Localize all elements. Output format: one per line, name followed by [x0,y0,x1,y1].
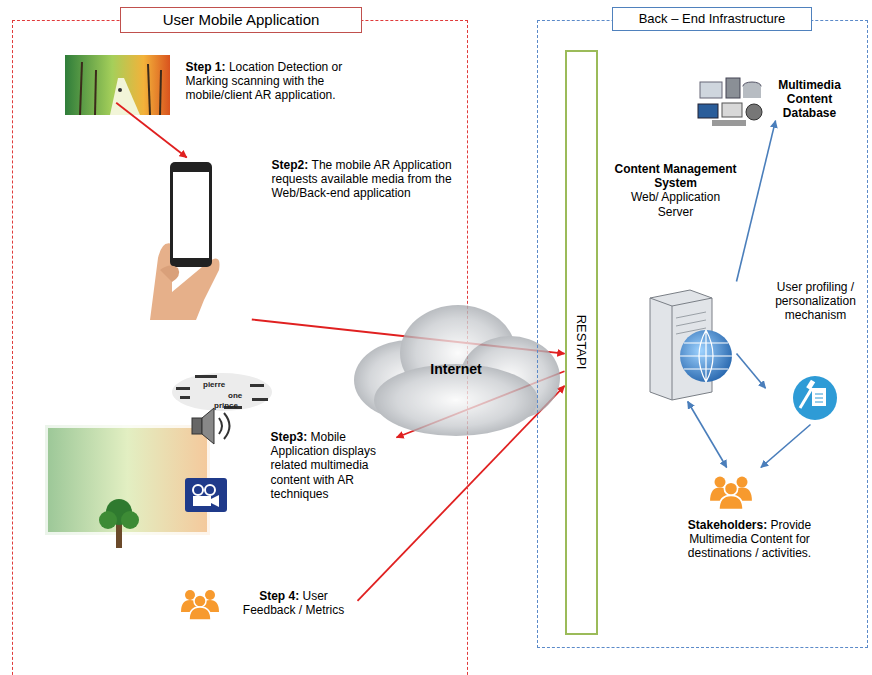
text-body: Web/ Application Server [615,190,737,219]
step-item: Step 4:User Feedback / Metrics [178,585,358,618]
video-icon [185,478,227,512]
vertical-label: RESTAPI [574,315,589,370]
word-cloud-word: one [228,392,242,400]
landscape-painting [65,55,170,115]
text-heading: Step 4: [259,589,299,603]
connector-arrow [761,425,811,468]
ar-content-illustration [45,373,272,548]
region-title: Back – End Infrastructure [612,7,812,31]
step-item: Step 1:Location Detection or Marking sca… [60,50,375,103]
phone-in-hand [150,162,220,320]
text-heading: Step2: [272,158,309,172]
restapi-bar: RESTAPI [565,50,598,635]
user-icon [181,590,219,620]
server-node: Content Management SystemWeb/ Applicatio… [615,162,737,402]
text-box: User profiling / personalization mechani… [766,280,866,323]
text-box: Step 4:User Feedback / Metrics [235,585,353,618]
stakeholders-icon [710,477,752,510]
text-box: Step2:The mobile AR Application requests… [272,158,454,201]
text-heading: Content Management System [615,162,737,191]
profiling-node: User profiling / personalization mechani… [766,280,866,425]
cloud-text-box: Internet [350,298,562,440]
connector-arrow [737,354,766,389]
database-collage [698,78,762,126]
text-heading: Step3: [271,430,308,444]
word-cloud-word: pierre [203,381,225,389]
connector-arrow [688,402,727,468]
speaker-icon [192,408,230,444]
text-box: Step 1:Location Detection or Marking sca… [186,50,371,103]
text-heading: Multimedia Content Database [778,78,841,121]
stakeholders-node: Stakeholders:Provide Multimedia Content … [636,468,864,561]
text-heading: Stakeholders: [688,518,767,532]
backend-region: Back – End InfrastructureRESTAPIMultimed… [537,20,868,648]
profiling-icon [793,376,837,420]
step-item: Step2:The mobile AR Application requests… [150,158,460,320]
server-icon [650,290,732,400]
word-cloud-word: prince [214,402,238,410]
internet-cloud: Internet [350,298,562,440]
cloud-label: Internet [430,361,481,378]
text-box: Stakeholders:Provide Multimedia Content … [665,468,835,561]
text-box: Multimedia Content Database [760,72,860,121]
region-title: User Mobile Application [120,7,362,33]
connector-arrow [116,103,187,158]
text-heading: User profiling / personalization mechani… [775,280,856,323]
connector-arrow [737,121,776,282]
tree-icon [99,499,139,548]
database-node: Multimedia Content Database [690,72,862,121]
text-box: Content Management SystemWeb/ Applicatio… [615,162,737,220]
text-heading: Step 1: [186,60,226,74]
